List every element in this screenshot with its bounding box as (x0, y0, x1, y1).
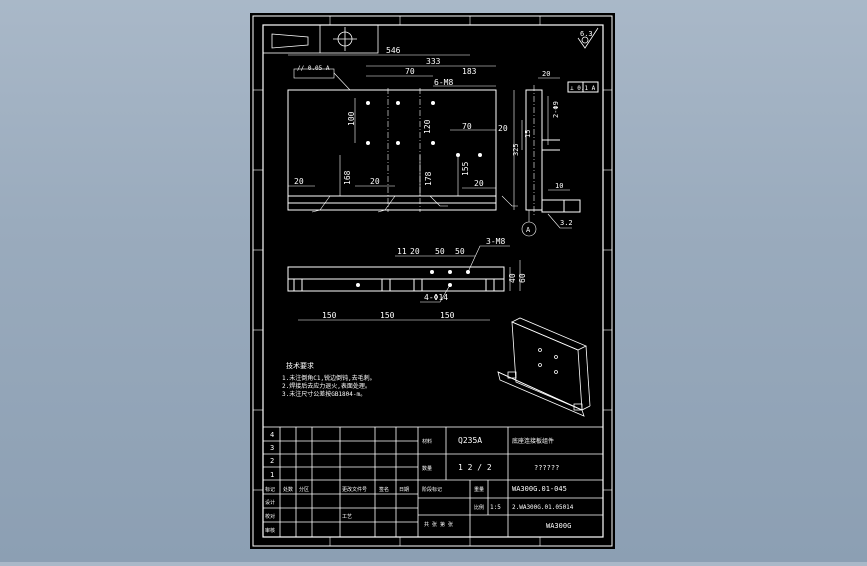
tech-note-2: 2.焊接后去应力退火,表面处理。 (282, 382, 371, 390)
tech-note-1: 1.未注倒角C1,锐边倒钝,去毛刺。 (282, 374, 376, 382)
scale-label: 比例 (474, 504, 484, 511)
header-sign: 签名 (379, 486, 389, 493)
title-block-texts: 4 3 2 1 标记 处数 分区 更改文件号 签名 日期 设计 校对 审核 工艺… (265, 431, 574, 534)
row-number-4: 4 (270, 431, 274, 439)
part-name: 底座连接板组件 (512, 437, 554, 445)
front-view-dimension-lines (288, 54, 496, 196)
header-change-doc: 更改文件号 (342, 486, 367, 493)
tech-note-3: 3.未注尺寸公差按GB1804-m。 (282, 390, 366, 398)
datum-a: A (526, 226, 531, 234)
dim-bottom-4phi14: 4-Φ14 (424, 293, 448, 302)
dim-333: 333 (426, 57, 441, 66)
dim-bottom-40: 40 (508, 273, 517, 283)
dim-20b: 20 (294, 177, 304, 186)
front-view-leaders (311, 195, 518, 213)
dim-100: 100 (347, 111, 356, 126)
role-check: 校对 (265, 513, 275, 520)
front-view-dimension-texts: 546 333 70 183 6-M8 100 120 70 20 168 20… (294, 46, 508, 188)
outer-border (252, 15, 613, 547)
sheet-background (250, 13, 615, 549)
roughness-value: 6.3 (580, 30, 593, 38)
material-label: 材料 (422, 438, 432, 445)
drawing-number-secondary: 2.WA300G.01.05014 (512, 504, 574, 511)
dim-546: 546 (386, 46, 401, 55)
dim-bottom-11: 11 (397, 247, 407, 256)
role-approve: 审核 (265, 527, 275, 534)
dim-20d: 20 (474, 179, 484, 188)
dim-6m8: 6-M8 (434, 78, 453, 87)
header-zone: 分区 (299, 486, 309, 493)
dim-bottom-50a: 50 (435, 247, 445, 256)
perpendicularity-tolerance: ⊥ 0.1 A (570, 85, 596, 92)
roughness-icon (577, 27, 599, 49)
dim-183: 183 (462, 67, 477, 76)
stage-mark-label: 阶段标记 (422, 486, 442, 493)
dim-side-2phi9: 2-Φ9 (552, 101, 560, 118)
dim-bottom-150b: 150 (380, 311, 395, 320)
projection-symbol (262, 24, 379, 54)
header-date: 日期 (399, 487, 409, 493)
dim-bottom-20: 20 (410, 247, 420, 256)
dim-178: 178 (424, 171, 433, 186)
dim-155: 155 (461, 161, 470, 176)
scale-value: 1:5 (490, 504, 501, 511)
side-view-dimension-lines (513, 77, 572, 237)
dim-20a: 20 (498, 124, 508, 133)
row-number-3: 3 (270, 444, 274, 452)
role-design: 设计 (265, 499, 275, 506)
dim-70: 70 (405, 67, 415, 76)
dim-120: 120 (423, 119, 432, 134)
row-number-2: 2 (270, 457, 274, 465)
dim-bottom-3m8: 3-M8 (486, 237, 505, 246)
material-value: Q235A (458, 436, 482, 445)
role-process: 工艺 (342, 514, 352, 520)
dim-bottom-60: 60 (518, 273, 527, 283)
bottom-view-dimension-lines (298, 245, 521, 321)
sheet-count: 共 张 第 张 (424, 521, 453, 528)
flatness-tolerance: // 0.05 A (297, 65, 330, 72)
zone-ticks (253, 16, 612, 546)
quantity-value: 1 2 / 2 (458, 463, 492, 472)
side-view (525, 81, 599, 215)
bottom-view-dimension-texts: 11 20 50 50 3-M8 150 150 150 4-Φ14 40 60 (322, 237, 527, 320)
dim-side-325: 325 (512, 143, 520, 156)
header-count: 处数 (283, 486, 293, 493)
dim-side-20: 20 (542, 70, 550, 78)
dim-20c: 20 (370, 177, 380, 186)
dim-70b: 70 (462, 122, 472, 131)
dim-168: 168 (343, 170, 352, 185)
side-view-dimension-texts: 20 15 2-Φ9 325 10 3.2 A ⊥ 0.1 A (512, 70, 596, 234)
bottom-view (287, 266, 505, 292)
dim-side-15: 15 (524, 130, 532, 138)
title-block-lines (262, 426, 604, 538)
tech-notes-title: 技术要求 (286, 361, 314, 370)
dim-bottom-50b: 50 (455, 247, 465, 256)
model-name: WA300G (546, 522, 571, 530)
dim-bottom-150c: 150 (440, 311, 455, 320)
placeholder-text: ?????? (534, 464, 559, 472)
isometric-view (497, 317, 591, 417)
row-number-1: 1 (270, 471, 274, 479)
header-mark: 标记 (265, 486, 275, 493)
quantity-label: 数量 (422, 465, 432, 472)
weight-label: 重量 (474, 486, 484, 493)
dim-bottom-150a: 150 (322, 311, 337, 320)
drawing-number: WA300G.01-045 (512, 485, 567, 493)
dim-side-32: 3.2 (560, 219, 573, 227)
dim-side-10: 10 (555, 182, 563, 190)
